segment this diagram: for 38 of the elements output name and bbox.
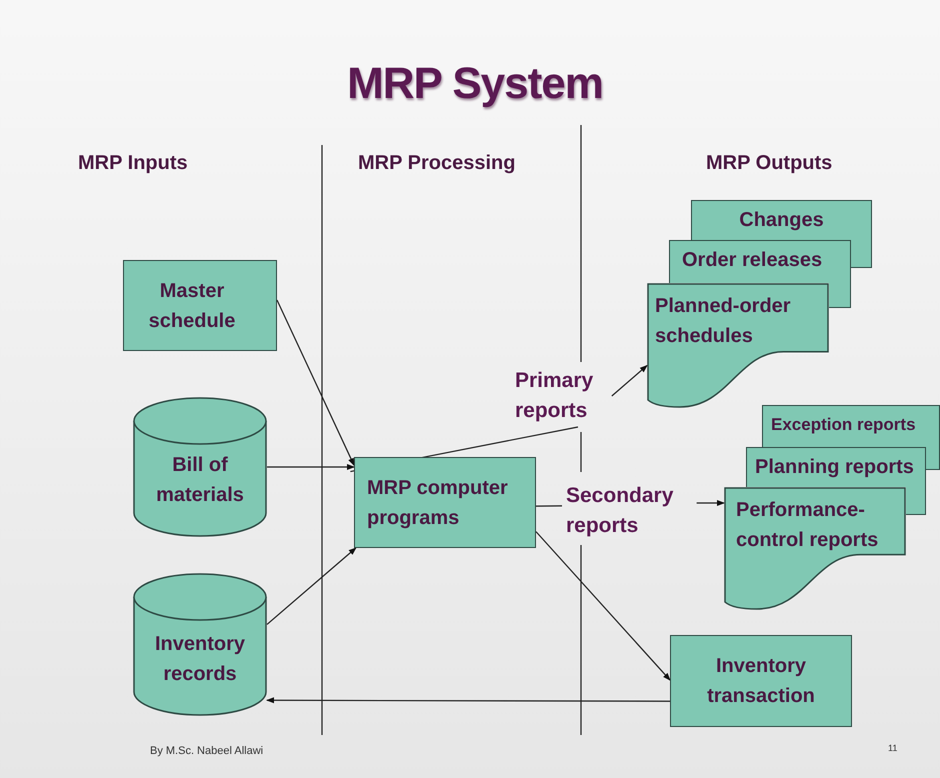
node-text: MRP computer programs xyxy=(367,476,509,530)
process-box xyxy=(354,457,536,548)
arrow xyxy=(276,300,355,466)
arrow xyxy=(611,364,648,396)
node-text: Bill of materials xyxy=(155,453,245,508)
document-shape xyxy=(724,487,906,610)
report-label: Primary reports xyxy=(515,365,609,427)
node-text: Planning reports xyxy=(755,455,915,480)
document-shape xyxy=(746,447,926,487)
database-cylinder xyxy=(133,573,267,716)
document-shape xyxy=(691,200,872,240)
database-cylinder xyxy=(133,397,267,537)
node-text: Performance- control reports xyxy=(736,498,880,553)
document-shape xyxy=(762,405,940,447)
document-shape xyxy=(647,283,829,408)
node-text: Master schedule xyxy=(148,278,236,334)
column-heading: MRP Inputs xyxy=(78,151,188,176)
node-text: Inventory records xyxy=(154,632,246,686)
process-box xyxy=(670,635,852,727)
column-heading: MRP Processing xyxy=(358,151,516,176)
arrow xyxy=(696,500,725,506)
document-shape xyxy=(669,240,851,283)
report-label: Secondary reports xyxy=(562,479,694,543)
column-heading: MRP Outputs xyxy=(706,151,832,176)
arrow xyxy=(536,531,671,681)
page-number: 11 xyxy=(888,742,898,755)
node-text: Order releases xyxy=(682,248,824,273)
arrow xyxy=(266,547,357,625)
arrow xyxy=(266,697,670,704)
connector-line xyxy=(536,505,562,507)
node-text: Planned-order schedules xyxy=(655,294,792,349)
arrow xyxy=(267,464,355,470)
author-credit: By M.Sc. Nabeel Allawi xyxy=(150,744,264,759)
title: MRP System xyxy=(346,60,604,108)
node-text: Inventory transaction xyxy=(706,654,816,709)
node-text: Exception reports xyxy=(771,414,917,436)
process-box xyxy=(123,260,277,351)
node-text: Changes xyxy=(738,208,825,233)
